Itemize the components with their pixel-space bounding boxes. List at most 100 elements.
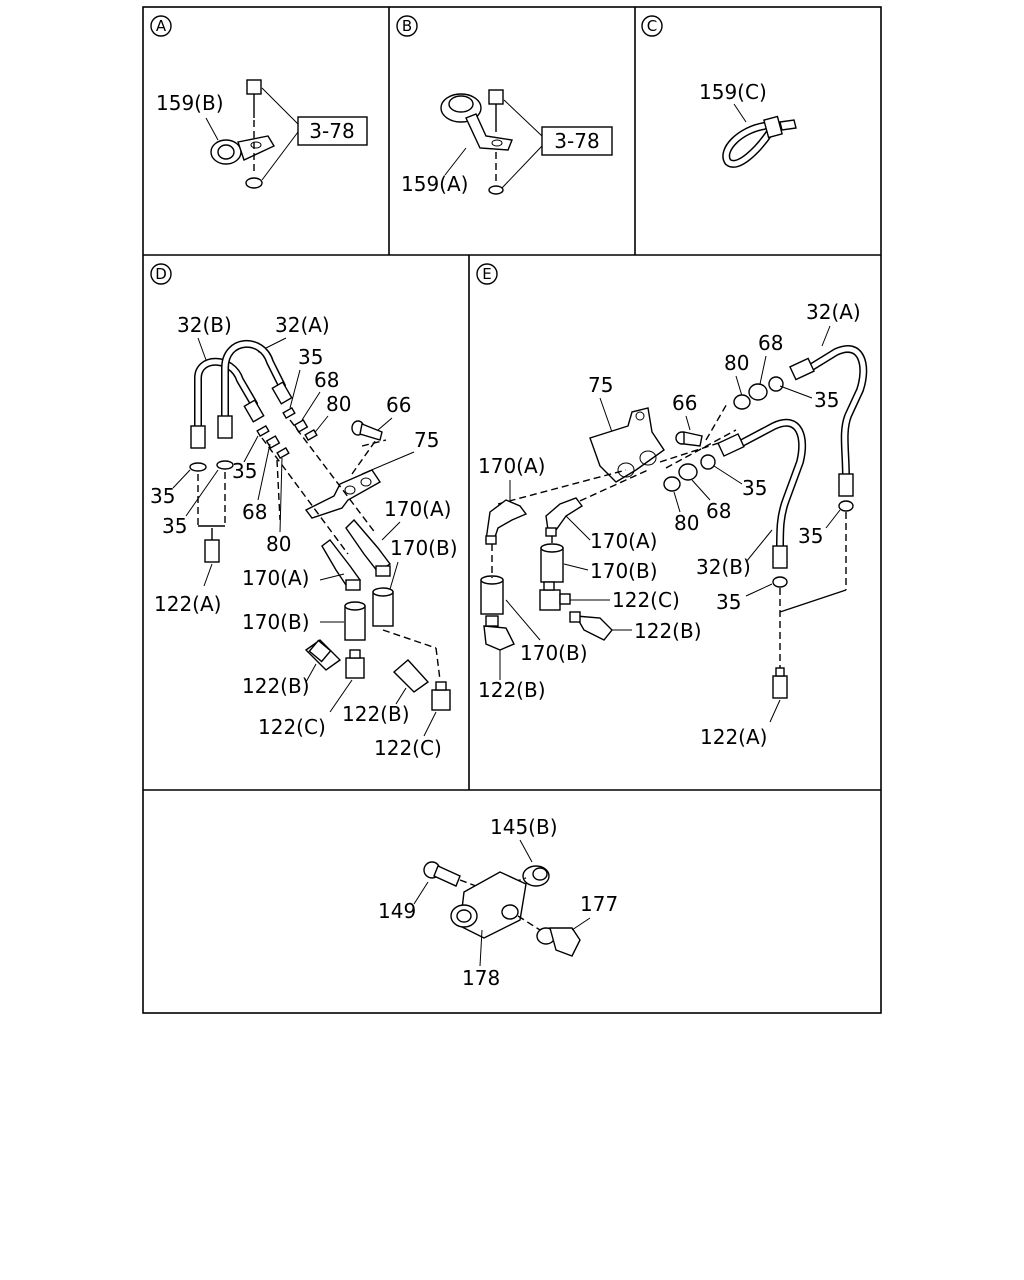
brake-hose-32a-icon: [217, 340, 293, 439]
panel-d-letter: D: [155, 265, 167, 283]
label-e-170b-mid: 170(B): [590, 559, 658, 583]
label-d-35-left2: 35: [162, 514, 187, 538]
label-d-122a: 122(A): [154, 592, 221, 616]
connector-122c-icon: [345, 649, 365, 679]
label-d-68-top: 68: [314, 368, 339, 392]
fitting-145b-icon: [522, 865, 550, 887]
label-d-80-top: 80: [326, 392, 351, 416]
diagram-frame: [142, 6, 882, 1014]
brake-hose-32a-icon: [789, 345, 868, 497]
label-e-68-top: 68: [758, 331, 783, 355]
connector-122b-icon: [569, 611, 613, 641]
bolt-icon: [245, 79, 263, 189]
label-d-170a-right: 170(A): [384, 497, 451, 521]
bracket-75-icon: [589, 407, 665, 483]
label-159c: 159(C): [699, 80, 767, 104]
washer-icon: [663, 454, 716, 492]
label-e-32a: 32(A): [806, 300, 861, 324]
label-e-35-mid: 35: [742, 476, 767, 500]
brake-hose-32b-icon: [717, 418, 807, 569]
label-e-35-lower: 35: [716, 590, 741, 614]
label-d-122c-left: 122(C): [258, 715, 326, 739]
brake-hose-32b-icon: [190, 357, 265, 449]
label-e-122b-left: 122(B): [478, 678, 546, 702]
washer-icon: [733, 376, 784, 410]
bolt-66-icon: [675, 431, 703, 447]
label-159a: 159(A): [401, 172, 468, 196]
label-145b: 145(B): [490, 815, 558, 839]
label-e-80-top: 80: [724, 351, 749, 375]
label-e-122c: 122(C): [612, 588, 680, 612]
connector-122c-icon: [539, 581, 571, 611]
union-170a-icon: [321, 518, 392, 591]
label-d-80-bottom: 80: [266, 532, 291, 556]
label-d-35-mid: 35: [232, 459, 257, 483]
washer-icon: [772, 500, 854, 588]
connector-122b-icon: [304, 639, 342, 671]
panel-b-marker: B: [396, 15, 418, 37]
label-d-122b-right: 122(B): [342, 702, 410, 726]
label-d-170b-left: 170(B): [242, 610, 310, 634]
label-149: 149: [378, 899, 416, 923]
label-e-170a-left: 170(A): [478, 454, 545, 478]
label-178: 178: [462, 966, 500, 990]
bolt-66-icon: [351, 420, 383, 441]
panel-d-marker: D: [150, 263, 172, 285]
label-e-68-bottom: 68: [706, 499, 731, 523]
label-d-122c-right: 122(C): [374, 736, 442, 760]
label-e-170b-low: 170(B): [520, 641, 588, 665]
label-e-35-right: 35: [798, 524, 823, 548]
panel-c-marker: C: [641, 15, 663, 37]
panel-a: A 159(B) 3-78: [150, 15, 368, 189]
panel-c-letter: C: [647, 17, 657, 35]
label-e-66: 66: [672, 391, 697, 415]
panel-d: D 32(B) 32(A) 35 68 80: [150, 263, 458, 760]
connector-122a-icon: [204, 528, 220, 563]
panel-e-marker: E: [476, 263, 498, 285]
label-d-170a-left: 170(A): [242, 566, 309, 590]
union-170a-icon: [485, 497, 584, 545]
washer-icon: [256, 406, 318, 460]
panel-b: B 3-78 159(A): [396, 15, 613, 196]
union-170b-icon: [344, 587, 394, 641]
label-e-32b: 32(B): [696, 555, 751, 579]
label-d-35-left: 35: [150, 484, 175, 508]
panel-f: 145(B) 149 177 178: [378, 815, 618, 990]
panel-a-marker: A: [150, 15, 172, 37]
union-170b-icon: [480, 543, 564, 615]
label-d-35-top: 35: [298, 345, 323, 369]
connector-122c-icon: [431, 681, 451, 711]
label-159b: 159(B): [156, 91, 224, 115]
label-d-32b: 32(B): [177, 313, 232, 337]
hose-clip-159b-icon: [210, 135, 275, 165]
label-d-66: 66: [386, 393, 411, 417]
hose-clip-159a-icon: [440, 93, 513, 151]
bolt-149-icon: [423, 861, 461, 887]
connector-122b-icon: [392, 659, 430, 693]
panel-a-letter: A: [156, 17, 167, 35]
connector-122a-icon: [772, 667, 788, 699]
cable-tie-159c-icon: [722, 115, 797, 168]
washer-icon: [189, 460, 234, 472]
junction-block-178-icon: [450, 871, 527, 939]
panel-e: E 32(A) 68 80 35 75 66: [476, 263, 868, 749]
panel-e-letter: E: [482, 265, 491, 283]
label-e-35-top: 35: [814, 388, 839, 412]
label-ref-3-78-b: 3-78: [554, 129, 599, 153]
label-d-68-bottom: 68: [242, 500, 267, 524]
connector-122b-icon: [483, 615, 515, 651]
label-ref-3-78-a: 3-78: [309, 119, 354, 143]
label-d-170b-right: 170(B): [390, 536, 458, 560]
label-e-170a-mid: 170(A): [590, 529, 657, 553]
label-e-80-bottom: 80: [674, 511, 699, 535]
label-d-122b-left: 122(B): [242, 674, 310, 698]
panel-b-letter: B: [402, 17, 412, 35]
bleeder-177-icon: [536, 927, 581, 957]
bolt-icon: [488, 89, 504, 195]
label-e-122b-mid: 122(B): [634, 619, 702, 643]
panel-c: C 159(C): [641, 15, 797, 168]
label-177: 177: [580, 892, 618, 916]
label-d-75: 75: [414, 428, 439, 452]
label-e-122a: 122(A): [700, 725, 767, 749]
